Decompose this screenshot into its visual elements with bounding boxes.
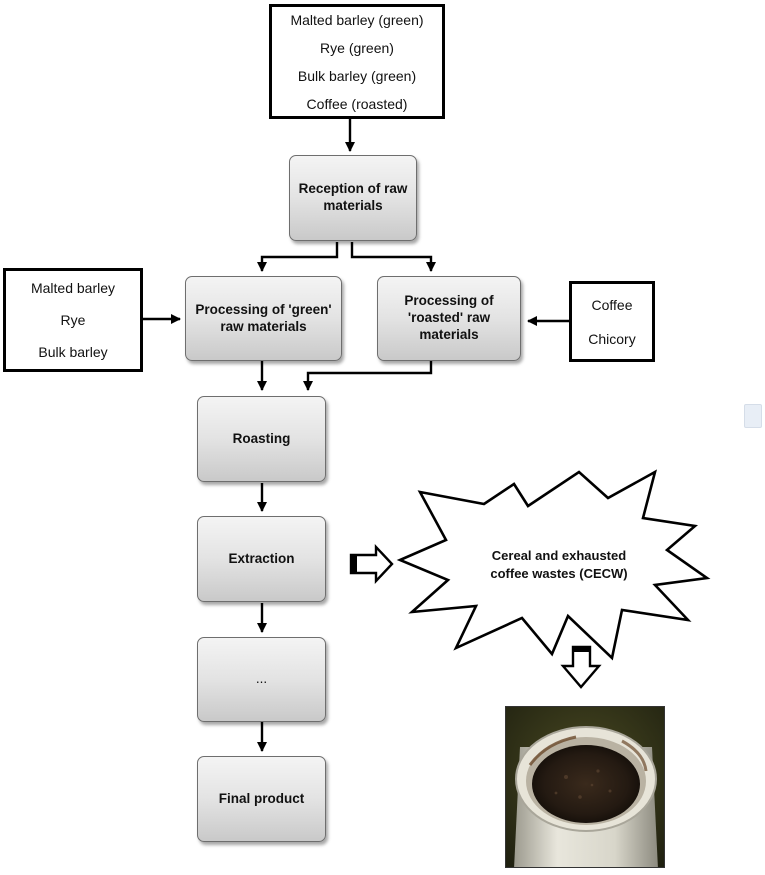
arrow-reception-to-green — [256, 242, 339, 273]
top-raw-materials-list: Malted barley (green) Rye (green) Bulk b… — [269, 4, 445, 119]
extraction-step-box: Extraction — [197, 516, 326, 602]
waste-label-wrap: Cereal and exhausted coffee wastes (CECW… — [478, 547, 640, 583]
reception-label: Reception of raw materials — [298, 181, 408, 213]
roasted-processing-step-box: Processing of 'roasted' raw materials — [377, 276, 521, 361]
left-list-item: Malted barley — [30, 280, 116, 296]
right-list-item: Coffee — [591, 296, 633, 313]
green-processing-label: Processing of 'green' raw materials — [195, 301, 332, 334]
roasting-label: Roasting — [232, 430, 291, 446]
arrow-roasted-to-roasting — [302, 361, 433, 392]
right-list-item: Chicory — [588, 330, 636, 347]
top-list-item: Malted barley (green) — [290, 11, 424, 28]
top-list-item: Coffee (roasted) — [306, 95, 408, 112]
green-processing-step-box: Processing of 'green' raw materials — [185, 276, 342, 361]
extraction-label: Extraction — [228, 550, 295, 566]
roasting-step-box: Roasting — [197, 396, 326, 482]
waste-starburst-shape — [396, 469, 711, 661]
hollow-arrow-down-tail-mark — [573, 647, 590, 652]
coffee-waste-container-image — [506, 707, 664, 867]
coffee-waste-photo — [505, 706, 665, 868]
intermediate-step-label: ... — [255, 671, 268, 687]
left-list-item: Bulk barley — [38, 344, 108, 360]
top-list-item: Rye (green) — [320, 39, 394, 56]
top-list-item: Bulk barley (green) — [297, 67, 417, 84]
roasted-materials-list: Coffee Chicory — [569, 281, 655, 362]
hollow-arrow-right-icon — [349, 543, 394, 585]
left-list-item: Rye — [60, 312, 86, 328]
roasted-processing-label: Processing of 'roasted' raw materials — [404, 293, 494, 342]
intermediate-step-box: ... — [197, 637, 326, 722]
side-tab[interactable] — [744, 404, 762, 428]
final-product-step-box: Final product — [197, 756, 326, 842]
reception-step-box: Reception of raw materials — [289, 155, 417, 241]
final-product-label: Final product — [218, 790, 305, 806]
green-materials-list: Malted barley Rye Bulk barley — [3, 268, 143, 372]
hollow-arrow-tail-mark — [351, 555, 357, 573]
arrow-reception-to-roasted — [350, 242, 437, 273]
waste-label: Cereal and exhausted coffee wastes (CECW… — [490, 548, 628, 582]
hollow-arrow-down-icon — [560, 645, 602, 689]
